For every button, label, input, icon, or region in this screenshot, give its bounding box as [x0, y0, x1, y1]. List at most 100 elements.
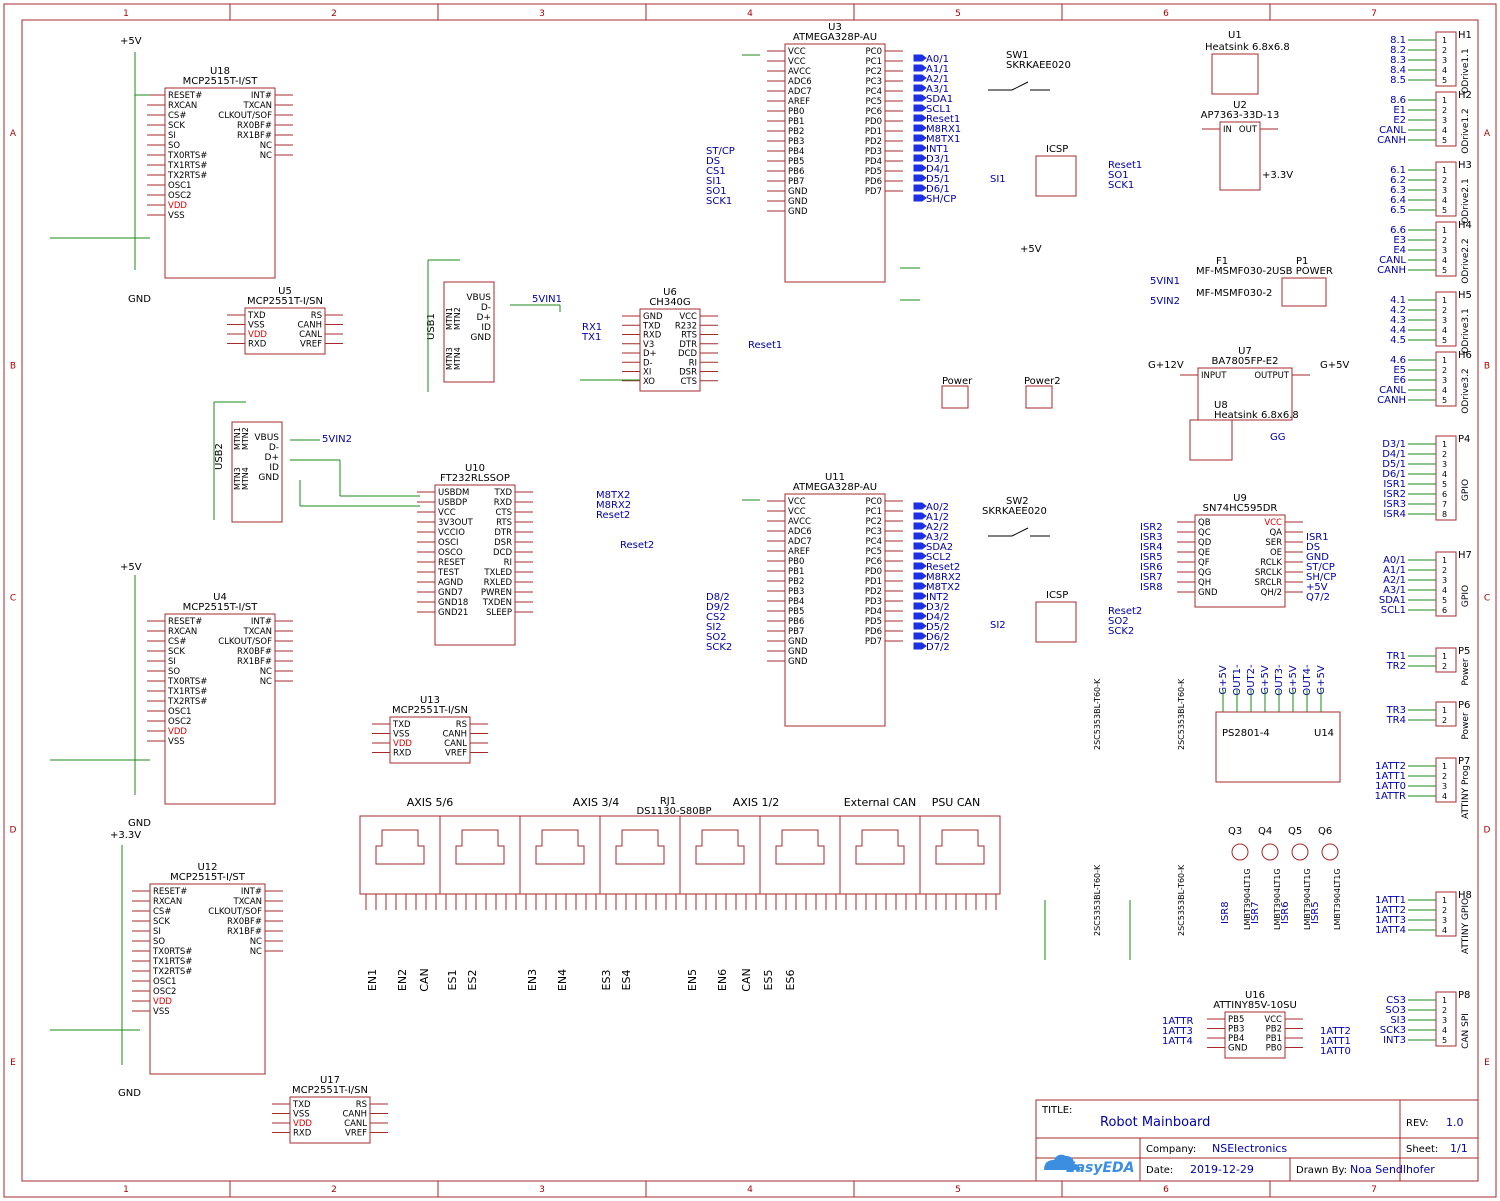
chip-u6: U6CH340GGNDTXDRXDV3D+D-XIXOVCCR232RTSDTR…	[622, 287, 718, 392]
header-pin-number: 4	[1442, 196, 1447, 205]
header-pin-number: 5	[1442, 396, 1447, 405]
chip-pin-label: TX2RTS#	[167, 171, 207, 181]
chip-u18: U18MCP2515T-I/STRESET#RXCANCS#SCKSISOTX0…	[147, 66, 293, 279]
header-name: CAN SPI	[1461, 1013, 1471, 1049]
rj-port	[679, 815, 761, 895]
chip-pin-label: NC	[260, 151, 272, 161]
chip-pin-label: RX1BF#	[237, 657, 272, 667]
header-pin-number: 4	[1442, 1026, 1447, 1035]
u10-net: M8RX2	[596, 500, 631, 511]
header-net: A1/1	[1383, 565, 1406, 576]
u11-net-right: A1/2	[926, 512, 949, 523]
chip-pin-label: SCK	[168, 647, 185, 657]
chip-pin-label: ADC6	[788, 527, 812, 537]
header-pin-number: 1	[1442, 96, 1447, 105]
header-pin-number: 2	[1442, 662, 1447, 671]
chip-pin-label: PB6	[788, 617, 804, 627]
u9-net-left: ISR2	[1140, 522, 1163, 533]
header-pin-number: 4	[1442, 386, 1447, 395]
supply-5v-c: +5V	[1020, 244, 1042, 255]
chip-pin-label: PB3	[788, 587, 804, 597]
chip-pin-label: TXD	[642, 321, 661, 331]
header-net: CANL	[1379, 255, 1406, 266]
header-pin-number: 3	[1442, 1016, 1447, 1025]
header-net: 6.1	[1390, 165, 1406, 176]
chip-ref: U4	[213, 592, 227, 603]
chip-pin-label: PD6	[865, 177, 882, 187]
chip-pin-label: CANH	[443, 730, 468, 740]
outer-frame	[3, 3, 1497, 1198]
chip-pin-label: RI	[504, 558, 512, 568]
chip-pin-label: OSC2	[168, 191, 191, 201]
chip-pin-label: PD1	[865, 127, 882, 137]
header-net: 6.4	[1390, 195, 1406, 206]
header-pin-number: 1	[1442, 36, 1447, 45]
frame-col-label: 2	[331, 9, 337, 19]
header-net: 1ATT4	[1375, 925, 1406, 936]
chip-pin-label: SRCLK	[1255, 568, 1283, 578]
chip-pin-label: TX1RTS#	[167, 687, 207, 697]
chip-pin-label: TXD	[247, 311, 266, 321]
chip-pin-label: VSS	[153, 1007, 170, 1017]
icsp2-net-0: Reset2	[1108, 606, 1142, 617]
icsp2-label: ICSP	[1046, 590, 1068, 601]
header-net: 8.3	[1390, 55, 1406, 66]
u11-net-right: D3/2	[926, 602, 950, 613]
chip-part: MCP2551T-I/SN	[392, 705, 468, 716]
u3-net-right: INT1	[926, 144, 949, 155]
chip-pin-label: PB3	[788, 137, 804, 147]
chip-pin-label: RXD	[248, 340, 267, 350]
chip-pin-label: PWREN	[481, 588, 512, 598]
u6-net-reset1: Reset1	[748, 340, 782, 351]
u6-net-tx1: TX1	[581, 332, 601, 343]
sw1-part: SKRKAEE020	[1006, 60, 1071, 71]
chip-pin-label: QH	[1198, 578, 1211, 588]
chip-pin-label: CLKOUT/SOF	[208, 907, 262, 917]
u3-net-left: ST/CP	[706, 146, 735, 157]
opto-net: G+5V	[1260, 665, 1271, 694]
chip-pin-label: OUTPUT	[1254, 371, 1289, 381]
transistor-isr-net: ISR6	[1280, 901, 1291, 924]
u9-net-right: SH/CP	[1306, 572, 1336, 583]
rj-section-label: PSU CAN	[932, 796, 981, 809]
usb-mtn-label: MTN3	[445, 347, 454, 370]
heatsink-u1: U1 Heatsink 6.8x6.8	[1205, 30, 1290, 95]
chip-ref: U12	[197, 862, 217, 873]
chip-pin-label: VDD	[293, 1119, 312, 1129]
chip-pin-label: RXD	[393, 749, 412, 759]
frame-row-label: D	[1484, 826, 1491, 836]
chip-u12: U12MCP2515T-I/STRESET#RXCANCS#SCKSISOTX0…	[132, 862, 283, 1075]
chip-pin-label: TXDEN	[482, 598, 512, 608]
chip-pin-label: RESET#	[168, 91, 202, 101]
chip-part: SN74HC595DR	[1203, 503, 1278, 514]
transistor-ref: Q4	[1258, 826, 1272, 837]
chip-pin-label: SCK	[168, 121, 185, 131]
header-ref: H7	[1458, 550, 1472, 561]
chip-pin-label: RS	[356, 1100, 367, 1110]
header-ref: H8	[1458, 890, 1472, 901]
header-name: ATTINY GPIO	[1461, 898, 1471, 954]
u3-net-right: SCL1	[926, 104, 951, 115]
chip-pin-label: TEST	[437, 568, 460, 578]
u3-net-right: A3/1	[926, 84, 949, 95]
chip-pin-label: GND	[1198, 588, 1218, 598]
chip-pin-label: RESET	[438, 558, 466, 568]
chip-pin-label: INT#	[241, 887, 262, 897]
frame-row-label: C	[1484, 594, 1490, 604]
header-pin-number: 4	[1442, 126, 1447, 135]
chip-ref: U5	[278, 286, 292, 297]
header-net: 1ATT2	[1375, 905, 1406, 916]
chip-pin-label: PB5	[788, 607, 804, 617]
chip-part: AP7363-33D-13	[1201, 110, 1280, 121]
transistor-part: LMBT3904LT1G	[1273, 868, 1282, 930]
chip-pin-label: RX1BF#	[237, 131, 272, 141]
chip-pin-label: PD5	[865, 617, 882, 627]
chip-pin-label: OUT	[1239, 125, 1258, 135]
p1-net-5vin2: 5VIN2	[1150, 296, 1180, 307]
chip-pin-label: NC	[250, 937, 262, 947]
rj-bottom-label: CAN	[740, 968, 753, 991]
u9-net-right: Q7/2	[1306, 592, 1330, 603]
